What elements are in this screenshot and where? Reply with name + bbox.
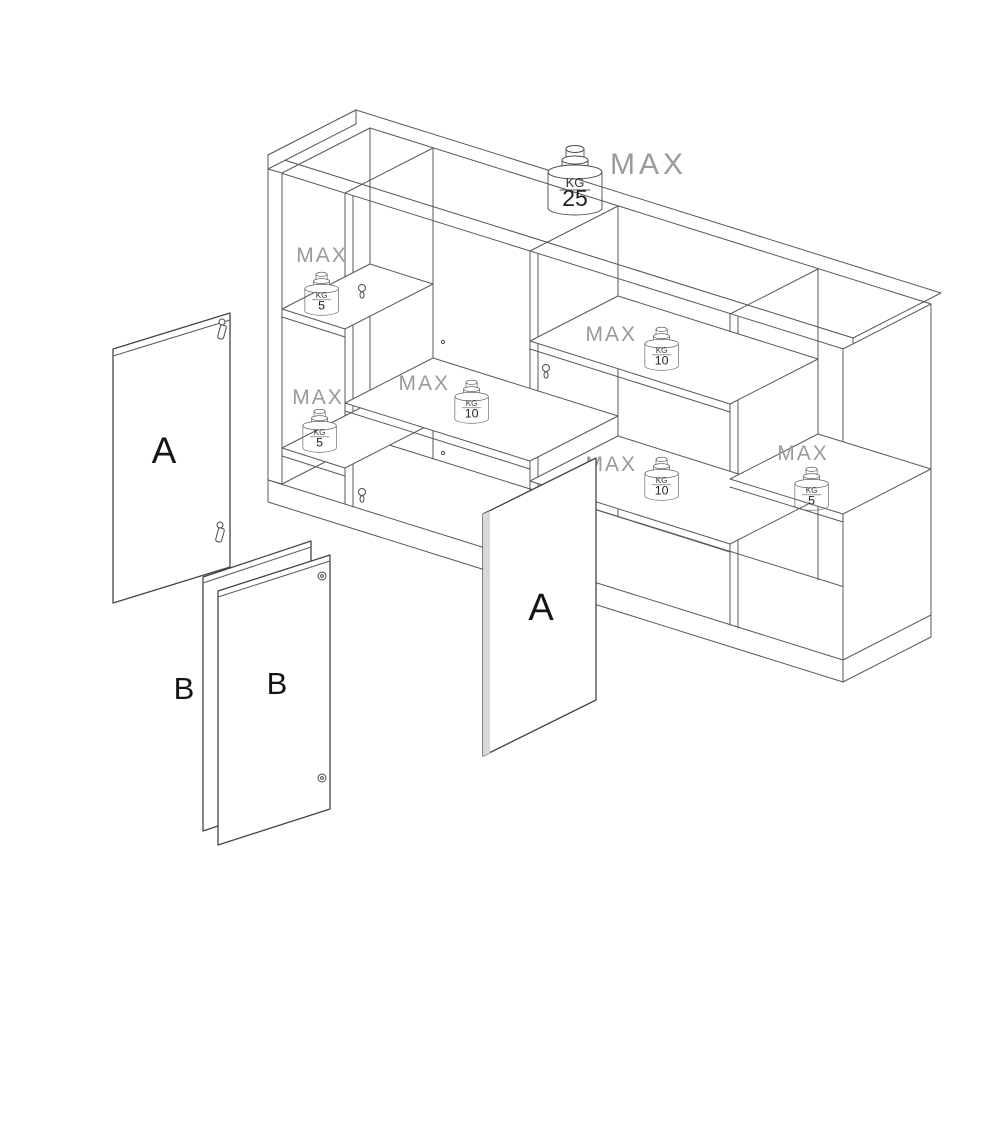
max-label: MAX	[292, 386, 344, 409]
weight-unit: KG	[314, 428, 326, 437]
max-label: MAX	[585, 453, 637, 476]
weight-unit: KG	[316, 291, 328, 300]
panel-label: A	[152, 430, 177, 471]
cabinet-top-slab	[267, 109, 942, 353]
weight-value: 25	[562, 185, 588, 211]
max-label: MAX	[296, 244, 348, 267]
weight-unit: KG	[656, 346, 668, 355]
panel-label: A	[528, 587, 554, 629]
max-label: MAX	[610, 148, 687, 181]
panel-b-front	[217, 554, 331, 846]
weight-kg-5-left-upper: KG 5	[304, 271, 339, 316]
max-label: MAX	[777, 442, 829, 465]
panel-label: B	[174, 671, 195, 706]
screw-icon	[317, 571, 327, 581]
shelf-right-upper	[529, 295, 819, 413]
weight-value: 5	[808, 494, 815, 508]
weight-value: 5	[318, 299, 325, 313]
weight-value: 10	[655, 484, 669, 498]
max-label: MAX	[398, 372, 450, 395]
weight-kg-10-right-upper: KG 10	[644, 326, 679, 371]
panel-a-right	[482, 457, 597, 757]
weight-kg-25: KG 25	[547, 145, 603, 216]
weight-unit: KG	[806, 486, 818, 495]
max-label: MAX	[585, 323, 637, 346]
screw-icon	[317, 773, 327, 783]
panel-label: B	[267, 666, 288, 701]
weight-kg-10-right-lower: KG 10	[644, 456, 679, 501]
weight-value: 10	[465, 407, 479, 421]
cabinet-drawing	[267, 109, 942, 683]
weight-kg-10-center: KG 10	[454, 379, 489, 424]
screw-icon	[542, 364, 550, 379]
door-panels: B B A A	[112, 312, 597, 846]
screw-icon	[440, 339, 446, 345]
screw-icon	[440, 450, 446, 456]
weight-value: 5	[316, 436, 323, 450]
weight-kg-5-far-right: KG 5	[794, 466, 829, 511]
panel-a-left	[112, 312, 231, 604]
weight-unit: KG	[566, 175, 585, 190]
load-limits: KG 25 MAX KG 5 MAX KG 5 MAX KG 10 MAX KG	[292, 145, 829, 511]
shelf-left-upper	[281, 263, 434, 338]
weight-value: 10	[655, 354, 669, 368]
weight-unit: KG	[656, 476, 668, 485]
weight-unit: KG	[466, 399, 478, 408]
screw-icon	[358, 488, 366, 503]
shelf-center	[344, 357, 619, 470]
weight-kg-5-left-lower: KG 5	[302, 408, 337, 453]
shelf-far-right	[729, 433, 932, 523]
